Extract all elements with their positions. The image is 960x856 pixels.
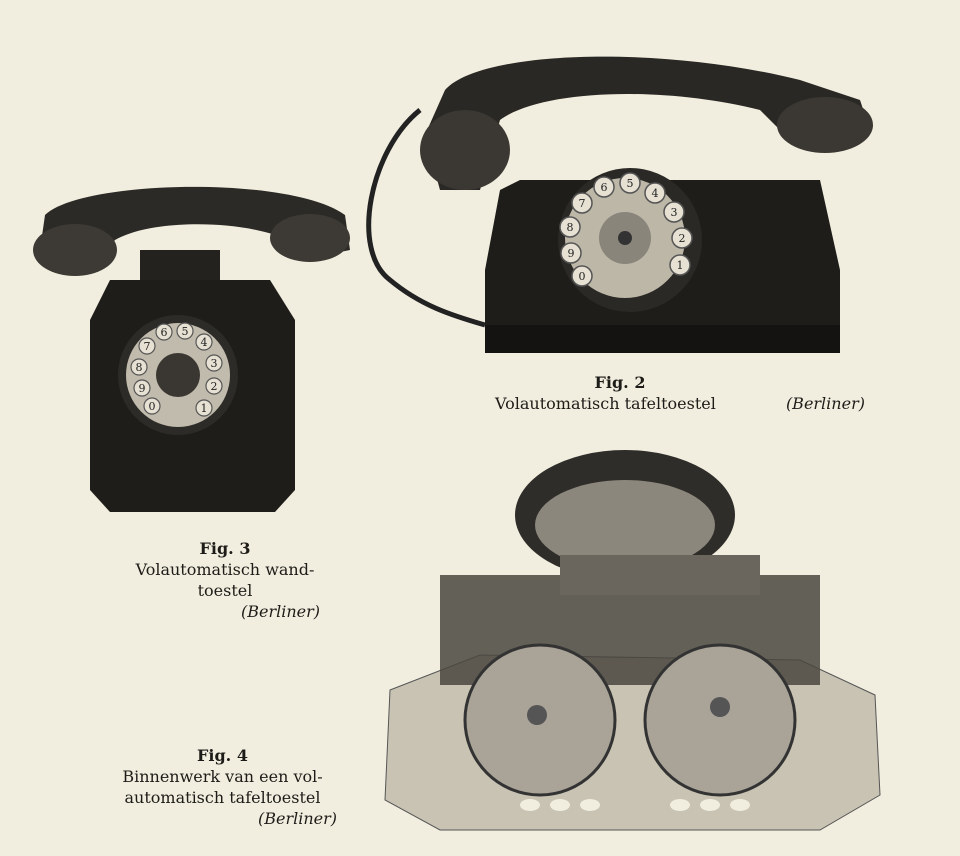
dial-digit: 8 bbox=[567, 221, 574, 234]
figure-2-credit: (Berliner) bbox=[785, 394, 865, 413]
dial-digit: 9 bbox=[568, 247, 575, 260]
figure-2-title: Volautomatisch tafeltoestel bbox=[495, 394, 716, 413]
dial-digit: 5 bbox=[627, 177, 634, 190]
figure-3-title-line1: Volautomatisch wand- bbox=[135, 560, 315, 579]
figure-2-number: Fig. 2 bbox=[594, 373, 646, 392]
figure-4-title-line2: automatisch tafeltoestel bbox=[124, 788, 321, 807]
dial-digit: 4 bbox=[652, 187, 659, 200]
wall-telephone-illustration: 12 345 678 90 bbox=[33, 186, 350, 512]
dial-digit: 4 bbox=[201, 336, 208, 349]
dial-digit: 3 bbox=[211, 357, 218, 370]
dial-digit: 6 bbox=[601, 181, 608, 194]
dial-digit: 0 bbox=[579, 270, 586, 283]
dial-digit: 7 bbox=[579, 197, 586, 210]
figure-2-caption: Fig. 2 Volautomatisch tafeltoestel (Berl… bbox=[480, 372, 880, 414]
table-telephone-illustration: 1 234 5 6 78 90 bbox=[366, 56, 873, 353]
dial-digit: 2 bbox=[211, 380, 218, 393]
dial-digit: 2 bbox=[679, 232, 686, 245]
dial-digit: 1 bbox=[201, 402, 208, 415]
dial-digit: 1 bbox=[677, 259, 684, 272]
figure-3-caption: Fig. 3 Volautomatisch wand- toestel (Ber… bbox=[110, 538, 340, 622]
figure-3-title-line2: toestel bbox=[197, 581, 253, 600]
dial-digit: 0 bbox=[149, 400, 156, 413]
dial-digit: 3 bbox=[671, 206, 678, 219]
dial-digit: 5 bbox=[182, 325, 189, 338]
figure-3-number: Fig. 3 bbox=[199, 539, 251, 558]
dial-digit: 7 bbox=[144, 340, 151, 353]
figure-4-title-line1: Binnenwerk van een vol- bbox=[122, 767, 323, 786]
figure-4-number: Fig. 4 bbox=[197, 746, 248, 765]
dial-digit: 6 bbox=[161, 326, 168, 339]
figure-4-credit: (Berliner) bbox=[257, 809, 337, 828]
figure-3-credit: (Berliner) bbox=[240, 602, 320, 621]
telephone-internals-illustration bbox=[384, 450, 881, 831]
figure-4-caption: Fig. 4 Binnenwerk van een vol- automatis… bbox=[100, 745, 345, 829]
dial-digit: 9 bbox=[139, 382, 146, 395]
dial-digit: 8 bbox=[136, 361, 143, 374]
